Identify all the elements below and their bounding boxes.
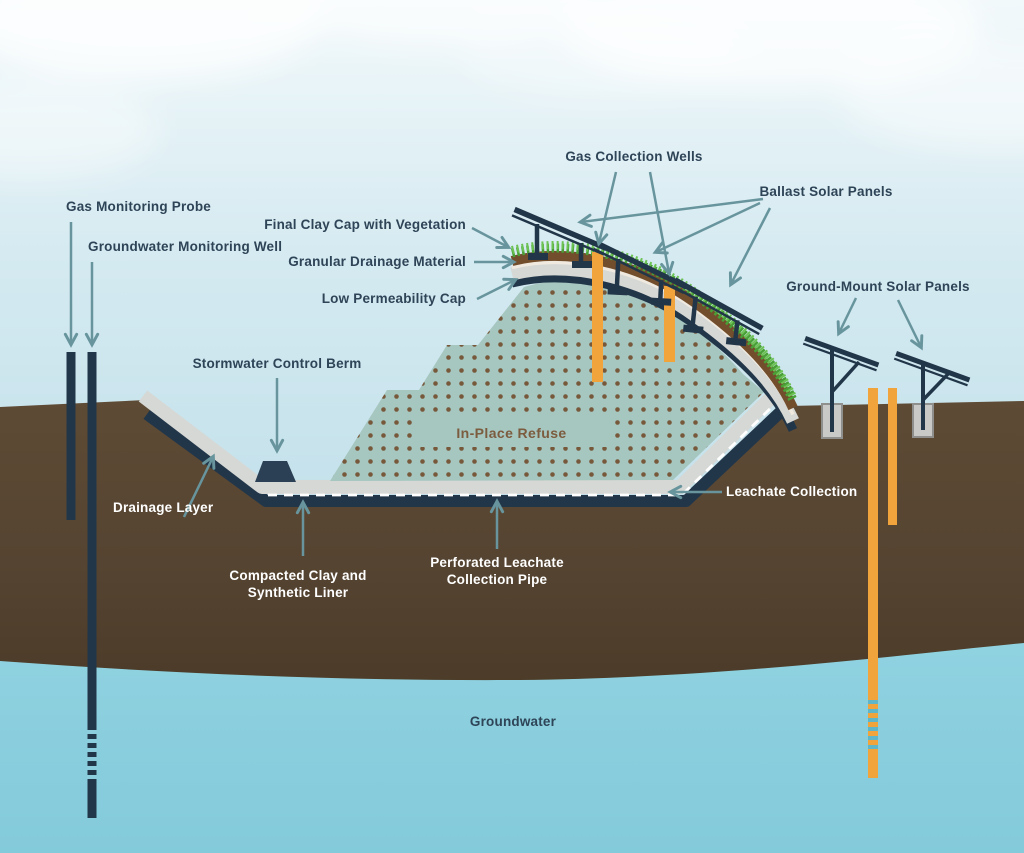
- label-groundwater-monitoring-well: Groundwater Monitoring Well: [88, 239, 283, 254]
- clouds: [0, 0, 1024, 180]
- label-groundwater: Groundwater: [469, 714, 557, 729]
- arrow-ground-mount-2: [896, 299, 924, 351]
- label-ballast-solar-panels: Ballast Solar Panels: [759, 184, 893, 199]
- label-gas-monitoring-probe: Gas Monitoring Probe: [66, 199, 212, 214]
- label-final-clay-cap: Final Clay Cap with Vegetation: [264, 217, 466, 232]
- deep-well-short: [888, 388, 897, 525]
- vegetation-grass-base: [510, 243, 798, 402]
- monitoring-wells: [66, 352, 97, 818]
- arrow-drainage-layer: [182, 453, 216, 518]
- deep-well-long: [868, 388, 878, 778]
- arrow-low-permeability-cap: [476, 277, 519, 301]
- ground-mount-solar-panels: [802, 336, 971, 439]
- arrow-ballast-3: [728, 207, 772, 288]
- arrow-gas-well-1: [594, 171, 618, 247]
- label-stormwater-berm: Stormwater Control Berm: [192, 356, 362, 371]
- arrow-ballast-2: [652, 201, 761, 255]
- gas-monitoring-probe-well: [66, 352, 76, 520]
- gas-collection-well-2: [664, 286, 675, 362]
- label-ground-mount-solar-panels: Ground-Mount Solar Panels: [786, 279, 970, 294]
- ground-mount-panel-2: [893, 351, 971, 438]
- leader-arrows: [63, 171, 924, 556]
- stormwater-berm: [255, 461, 296, 482]
- label-gas-collection-wells: Gas Collection Wells: [565, 149, 703, 164]
- deep-well-screen-slots: [868, 700, 878, 749]
- label-leachate-collection: Leachate Collection: [726, 484, 858, 499]
- arrow-ground-mount-1: [836, 297, 858, 337]
- ground-mount-panel-1: [802, 336, 880, 439]
- arrow-final-clay-cap: [471, 226, 512, 249]
- drainage-layer-band: [138, 385, 783, 494]
- groundwater-monitoring-well-shaft: [87, 352, 97, 818]
- label-granular-drainage: Granular Drainage Material: [288, 254, 466, 269]
- deep-extraction-wells: [868, 388, 897, 778]
- well-screen-slots: [87, 730, 97, 779]
- label-compacted-clay: Compacted Clay and Synthetic Liner: [229, 568, 367, 600]
- label-perforated-pipe: Perforated Leachate Collection Pipe: [430, 555, 564, 587]
- label-in-place-refuse: In-Place Refuse: [415, 420, 608, 447]
- arrow-ballast-1: [577, 197, 764, 228]
- label-drainage-layer: Drainage Layer: [113, 500, 214, 515]
- arrow-gas-well-2: [648, 171, 675, 277]
- label-low-permeability-cap: Low Permeability Cap: [321, 291, 466, 306]
- gas-collection-well-1: [592, 252, 603, 382]
- groundwater-area: [0, 643, 1024, 853]
